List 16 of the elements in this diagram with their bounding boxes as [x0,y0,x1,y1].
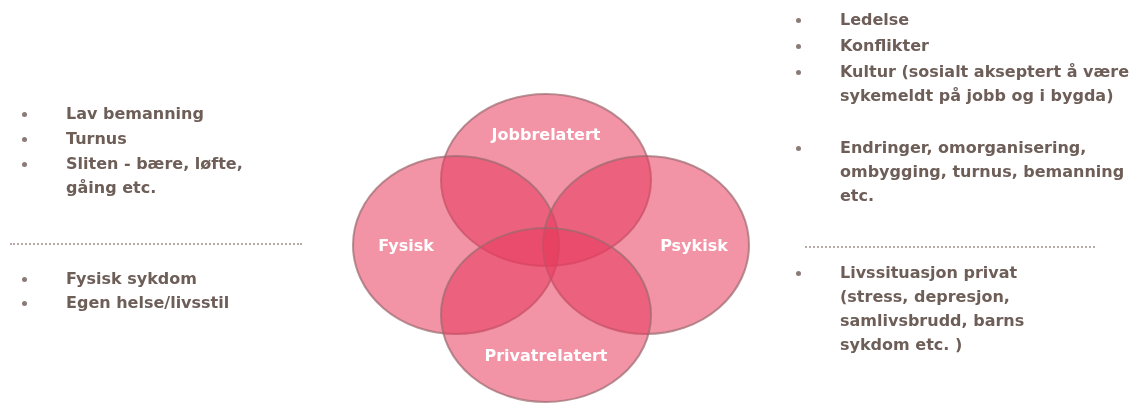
list-item: Lav bemanning [66,103,205,125]
circle-label: Jobbrelatert [491,124,601,144]
circle-label: Psykisk [660,235,728,255]
list-item: Ledelse [840,9,911,31]
list-item: Konflikter [840,35,930,57]
list-item: Sliten - bære, løfte, gåing etc. [66,153,244,199]
list-item: Turnus [66,128,128,150]
circle-label: Fysisk [378,235,434,255]
list-item: Fysisk sykdom [66,268,198,290]
venn-ellipse [440,227,652,403]
list-item: Egen helse/livsstil [66,292,231,314]
list-item: Endringer, omorganisering, ombygging, turnus, bemanning etc. [840,137,1126,207]
circle-label: Privatrelatert [484,345,608,365]
list-item: Kultur (sosialt akseptert å være sykemeldt på jobb og i bygda) [840,61,1130,107]
venn-ellipse [542,155,750,335]
list-item: Livssituasjon privat (stress, depresjon, samlivsbrudd, barns sykdom etc. ) [840,262,1026,356]
